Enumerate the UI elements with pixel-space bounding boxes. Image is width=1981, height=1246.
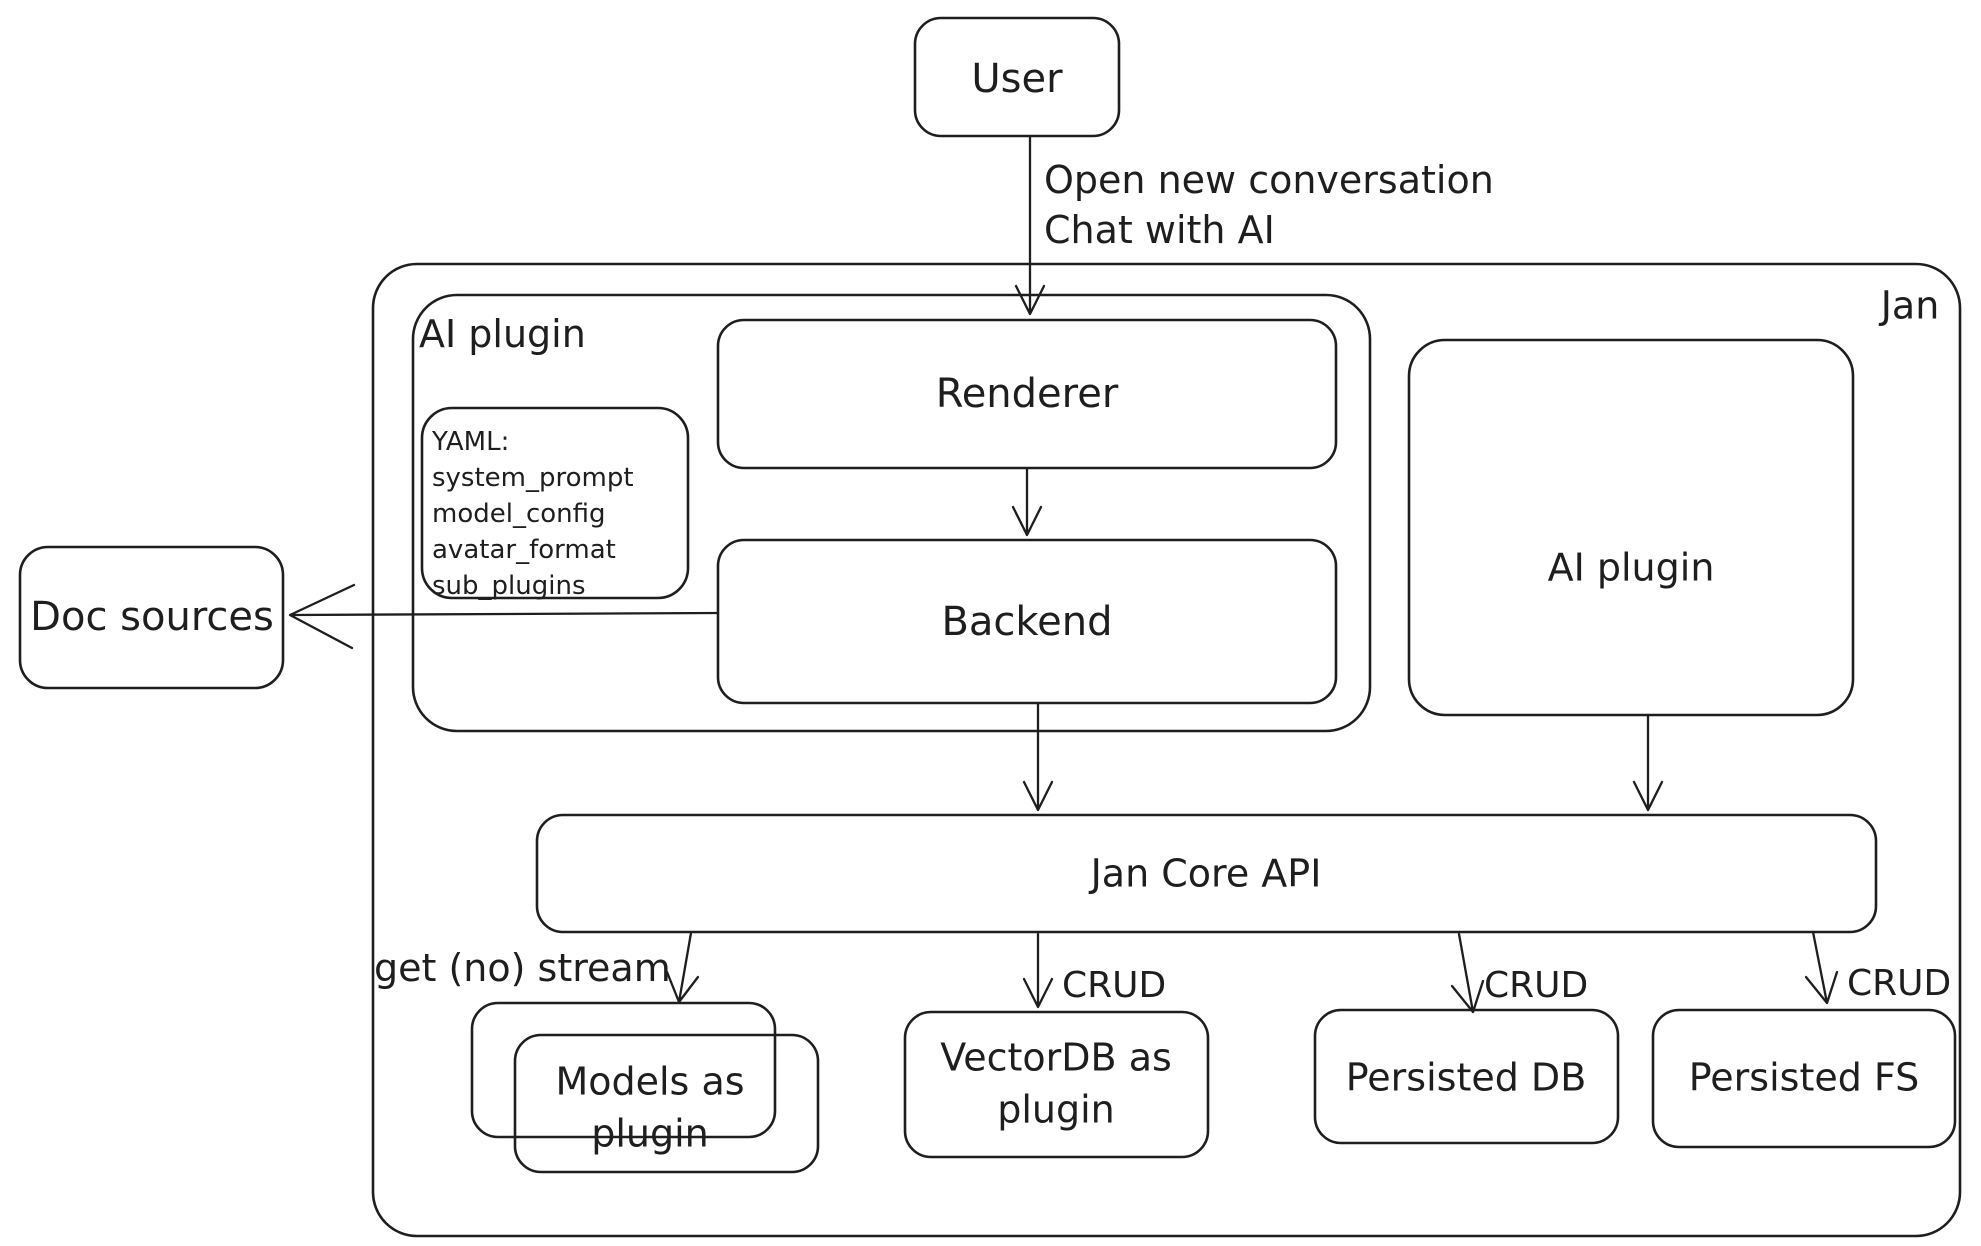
user-label: User [971, 56, 1063, 102]
arrow-core-to-persisted-db-label: CRUD [1484, 965, 1588, 1006]
models-plugin-label-line2: plugin [591, 1112, 709, 1156]
yaml-note-line: system_prompt [432, 463, 634, 493]
arrow-user-label-line2: Chat with AI [1044, 208, 1275, 252]
yaml-note-line: sub_plugins [432, 571, 586, 601]
vectordb-plugin-label-line1: VectorDB as [940, 1036, 1172, 1080]
vectordb-plugin-label-line2: plugin [997, 1088, 1115, 1132]
renderer-label: Renderer [936, 371, 1119, 417]
arrow-core-to-persisted-db [1450, 932, 1485, 1014]
models-plugin-box [513, 1033, 820, 1174]
backend-box [716, 538, 1338, 705]
ai-plugin-box [1407, 338, 1855, 717]
persisted-db-label: Persisted DB [1346, 1056, 1587, 1100]
ai-plugin-container-label: AI plugin [419, 312, 586, 356]
models-plugin-box-back [470, 1001, 777, 1139]
arrow-core-to-persisted-fs [1804, 930, 1839, 1005]
arrow-user-to-renderer [1014, 135, 1046, 316]
arrow-core-to-persisted-fs-label: CRUD [1847, 963, 1951, 1004]
persisted-db-box [1313, 1008, 1620, 1145]
jan-core-api-box [535, 813, 1878, 934]
yaml-note-line: model_config [432, 499, 606, 529]
jan-core-api-label: Jan Core API [1089, 852, 1322, 896]
ai-plugin-container-box [411, 293, 1372, 733]
arrow-backend-to-core [1022, 702, 1054, 812]
yaml-note-line: avatar_format [432, 535, 616, 565]
arrow-backend-to-doc-sources [288, 583, 720, 650]
yaml-note-line: YAML: [431, 427, 509, 457]
persisted-fs-box [1651, 1008, 1957, 1149]
arrow-core-to-models-label: get (no) stream [374, 946, 671, 990]
models-plugin-label-line1: Models as [555, 1060, 744, 1104]
ai-plugin-box-label: AI plugin [1548, 546, 1715, 590]
jan-container-box [371, 262, 1962, 1238]
jan-container-label: Jan [1879, 284, 1940, 328]
arrow-core-to-vectordb-label: CRUD [1062, 965, 1166, 1006]
backend-label: Backend [941, 599, 1112, 645]
vectordb-plugin-box [903, 1010, 1210, 1159]
arrow-core-to-models [665, 931, 700, 1004]
arrow-core-to-vectordb [1022, 932, 1054, 1009]
doc-sources-box [18, 545, 285, 690]
arrow-ai-plugin-to-core [1632, 714, 1664, 812]
persisted-fs-label: Persisted FS [1689, 1056, 1920, 1100]
arrow-user-label-line1: Open new conversation [1044, 158, 1494, 202]
doc-sources-label: Doc sources [30, 594, 274, 640]
arrow-renderer-to-backend [1011, 467, 1043, 537]
yaml-note-box [420, 406, 690, 600]
user-box [913, 16, 1121, 138]
